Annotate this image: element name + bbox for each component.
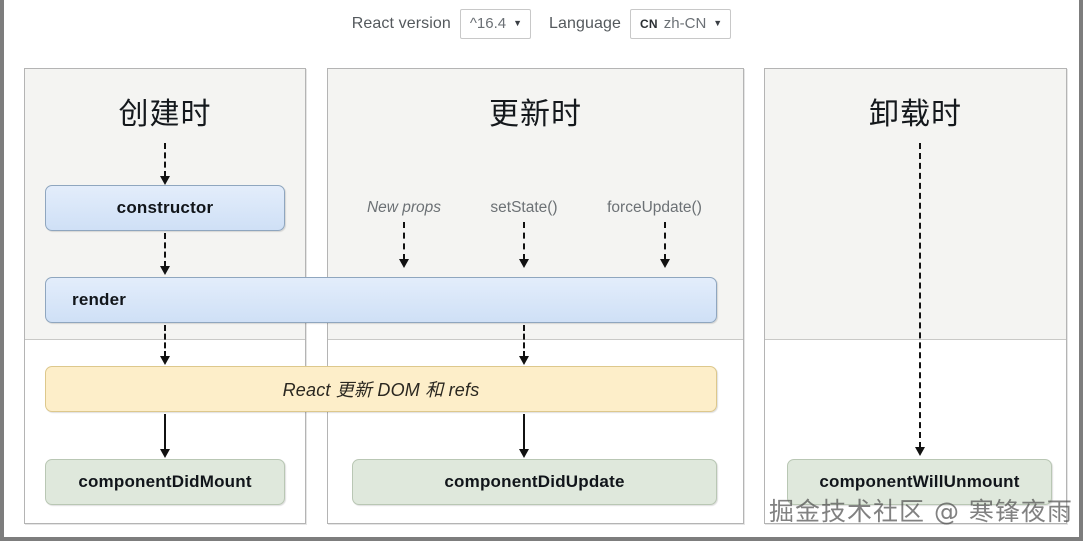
language-select[interactable]: CN zh-CN ▼ [630,9,732,39]
arrow-head [914,447,925,456]
arrow-shaft [664,222,666,260]
arrow-shaft [523,222,525,260]
arrow-head [518,356,529,365]
trigger-label-new-props: New props [366,199,442,216]
arrow-shaft [523,414,525,450]
lifecycle-node-constructor[interactable]: constructor [45,185,285,231]
arrow-shaft [523,325,525,357]
language-label: Language [549,15,622,32]
phase-title-unmounting: 卸载时 [869,97,962,132]
lifecycle-node-react-updates-dom: React 更新 DOM 和 refs [45,366,717,412]
lifecycle-node-component-did-update[interactable]: componentDidUpdate [352,459,717,505]
arrow-head [159,449,170,458]
arrow-head [159,176,170,185]
phase-title-mounting: 创建时 [118,97,212,132]
trigger-label-force-update: forceUpdate() [607,199,702,216]
arrow-shaft [164,233,166,267]
react-version-select[interactable]: ^16.4 ▼ [459,9,532,39]
arrow-head [518,259,529,268]
arrow-shaft [164,414,166,450]
arrow-shaft [919,143,921,448]
arrow-head [159,266,170,275]
chevron-down-icon: ▼ [713,18,723,28]
chevron-down-icon: ▼ [513,18,523,28]
diagram-header-controls: React version ^16.4 ▼ Language CN zh-CN … [4,0,1079,48]
phase-title-updating: 更新时 [489,97,582,132]
arrow-head [398,259,409,268]
panel-upper-region [765,69,1066,340]
react-version-value: ^16.4 [469,15,507,32]
lifecycle-node-component-did-mount[interactable]: componentDidMount [45,459,285,505]
arrow-head [159,356,170,365]
language-value: zh-CN [663,15,707,32]
arrow-head [518,449,529,458]
language-control: Language CN zh-CN ▼ [549,9,732,39]
react-version-label: React version [351,15,451,32]
trigger-label-set-state: setState() [490,199,558,216]
arrow-shaft [164,143,166,177]
lifecycle-node-component-will-unmount[interactable]: componentWillUnmount [787,459,1052,505]
arrow-shaft [164,325,166,357]
react-version-control: React version ^16.4 ▼ [351,9,532,39]
arrow-head [659,259,670,268]
lifecycle-node-render[interactable]: render [45,277,717,323]
arrow-shaft [403,222,405,260]
country-code-icon: CN [640,16,658,31]
